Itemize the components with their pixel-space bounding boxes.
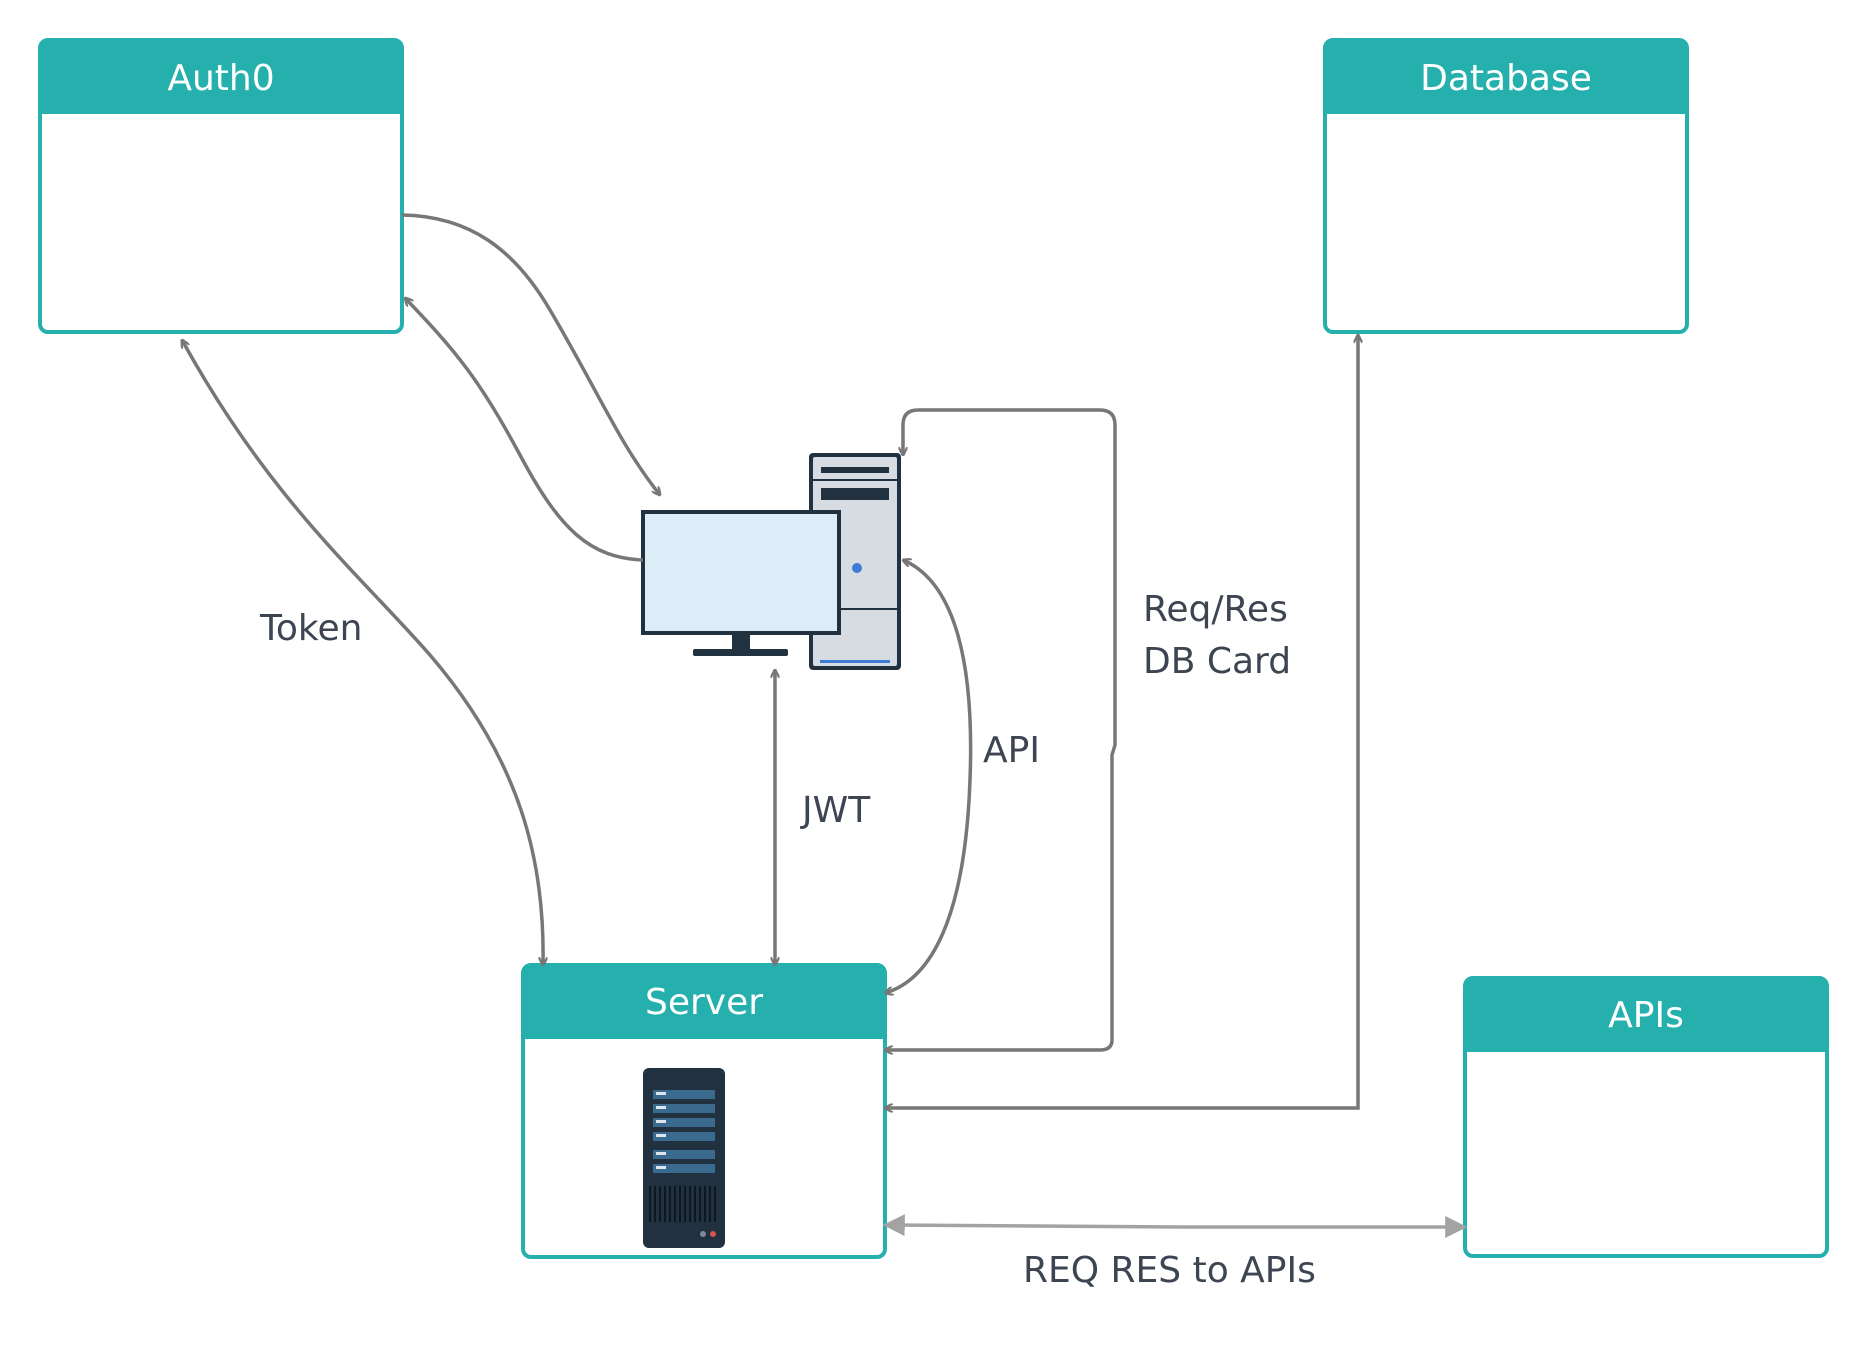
- edge-auth0-to-client: [401, 213, 660, 495]
- apis-box[interactable]: APIs: [1463, 976, 1829, 1258]
- api-label: API: [983, 730, 1040, 771]
- edge-req-res-apis: [882, 1214, 1468, 1238]
- auth0-title: Auth0: [167, 58, 274, 99]
- server-box[interactable]: Server: [521, 963, 887, 1259]
- database-title: Database: [1420, 58, 1592, 99]
- server-rack-icon: [643, 1068, 725, 1248]
- edge-client-to-auth0: [405, 298, 644, 562]
- edge-server-database: [885, 335, 1358, 1108]
- db-card-label: DB Card: [1143, 641, 1291, 682]
- desktop-computer-icon: [641, 453, 901, 670]
- jwt-label: JWT: [800, 790, 871, 831]
- database-box[interactable]: Database: [1323, 38, 1689, 334]
- auth0-box[interactable]: Auth0: [38, 38, 404, 334]
- apis-title: APIs: [1608, 995, 1684, 1036]
- req-res-label: Req/Res: [1143, 589, 1288, 630]
- token-label: Token: [259, 608, 362, 649]
- server-title: Server: [645, 982, 763, 1023]
- req-res-apis-label: REQ RES to APIs: [1023, 1250, 1316, 1291]
- edge-token: [182, 340, 543, 965]
